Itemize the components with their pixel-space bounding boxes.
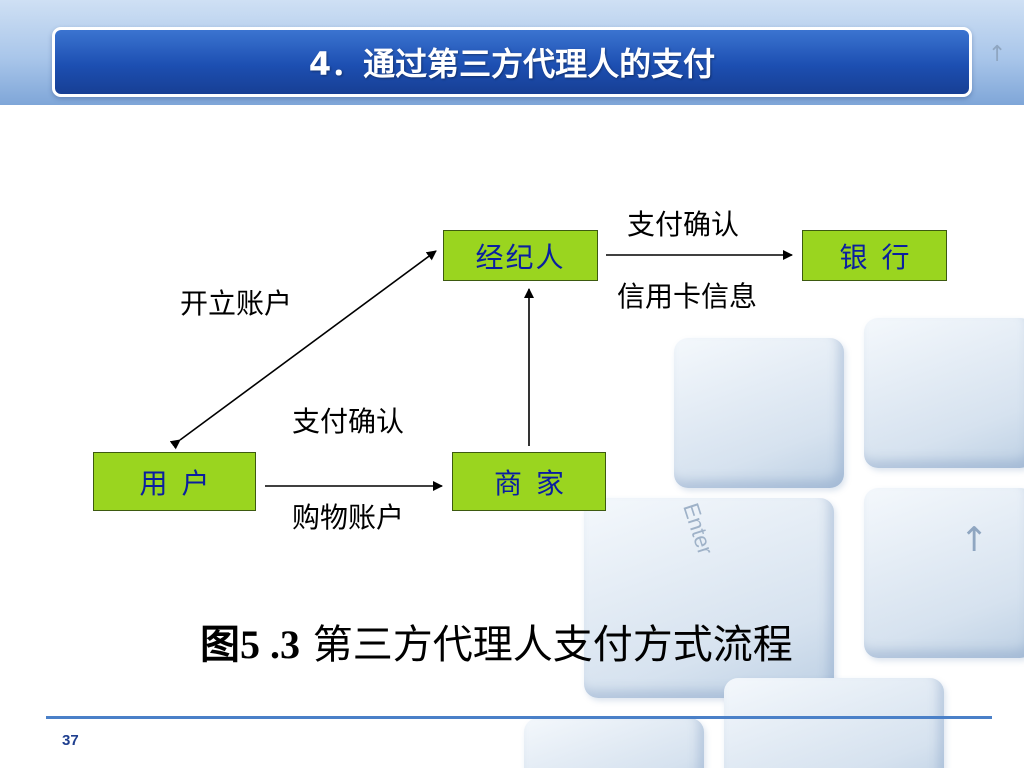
node-merchant: 商家 [452, 452, 606, 511]
label-shopping-account: 购物账户 [292, 501, 405, 534]
node-user: 用户 [93, 452, 256, 511]
keyboard-background [464, 298, 1024, 768]
figure-caption-text: 第三方代理人支付方式流程 [312, 622, 793, 668]
page-number: 37 [62, 732, 79, 749]
slide-title: 4．通过第三方代理人的支付 [308, 45, 716, 83]
label-open-account: 开立账户 [180, 287, 293, 320]
figure-number: 图5 .3 [200, 622, 300, 667]
figure-caption: 图5 .3 第三方代理人支付方式流程 [200, 612, 793, 670]
edge-user-broker [169, 250, 437, 450]
node-bank: 银行 [802, 230, 947, 281]
label-credit-card-info: 信用卡信息 [617, 280, 758, 313]
label-broker-bank-confirm: 支付确认 [627, 208, 740, 241]
node-broker: 经纪人 [443, 230, 598, 281]
footer-divider [46, 716, 992, 719]
title-bar: 4．通过第三方代理人的支付 [52, 27, 972, 97]
arrow-up-icon: ↑ [988, 42, 1007, 67]
label-user-merchant-confirm: 支付确认 [292, 405, 405, 438]
arrow-up-icon: ↑ [960, 520, 989, 560]
